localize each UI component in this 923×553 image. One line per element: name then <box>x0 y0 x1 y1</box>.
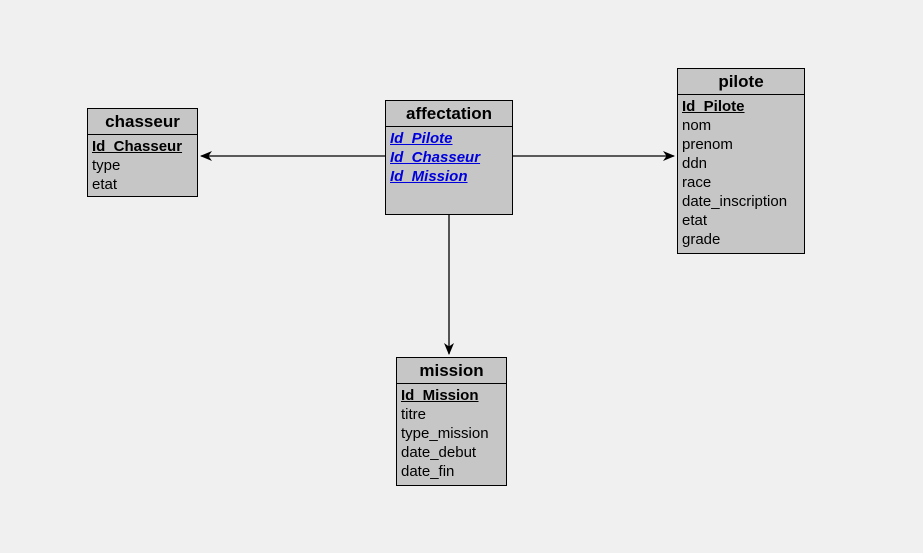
field-mission-date-debut: date_debut <box>401 444 477 461</box>
entity-pilote: pilote Id_Pilote nom prenom ddn race dat… <box>677 68 805 254</box>
entity-fields-affectation: Id_Pilote Id_Chasseur Id_Mission <box>386 127 512 186</box>
field-pilote-ddn: ddn <box>682 155 708 172</box>
entity-fields-chasseur: Id_Chasseur type etat <box>88 135 197 194</box>
entity-title-chasseur: chasseur <box>88 109 197 135</box>
entity-title-pilote: pilote <box>678 69 804 95</box>
field-mission-type-mission: type_mission <box>401 425 489 442</box>
field-chasseur-etat: etat <box>92 176 118 193</box>
field-chasseur-type: type <box>92 157 121 174</box>
entity-title-mission: mission <box>397 358 506 384</box>
entity-mission: mission Id_Mission titre type_mission da… <box>396 357 507 486</box>
field-mission-date-fin: date_fin <box>401 463 455 480</box>
field-mission-titre: titre <box>401 406 427 423</box>
field-pilote-nom: nom <box>682 117 712 134</box>
field-affectation-id-chasseur: Id_Chasseur <box>390 149 481 166</box>
entity-fields-pilote: Id_Pilote nom prenom ddn race date_inscr… <box>678 95 804 249</box>
field-pilote-etat: etat <box>682 212 708 229</box>
field-chasseur-id-chasseur: Id_Chasseur <box>92 138 183 155</box>
entity-title-affectation: affectation <box>386 101 512 127</box>
field-pilote-grade: grade <box>682 231 721 248</box>
field-mission-id-mission: Id_Mission <box>401 387 479 404</box>
field-affectation-id-mission: Id_Mission <box>390 168 468 185</box>
field-pilote-id-pilote: Id_Pilote <box>682 98 745 115</box>
entity-chasseur: chasseur Id_Chasseur type etat <box>87 108 198 197</box>
entity-affectation: affectation Id_Pilote Id_Chasseur Id_Mis… <box>385 100 513 215</box>
field-pilote-race: race <box>682 174 712 191</box>
field-affectation-id-pilote: Id_Pilote <box>390 130 453 147</box>
field-pilote-prenom: prenom <box>682 136 733 153</box>
entity-fields-mission: Id_Mission titre type_mission date_debut… <box>397 384 506 481</box>
field-pilote-date-inscription: date_inscription <box>682 193 788 210</box>
